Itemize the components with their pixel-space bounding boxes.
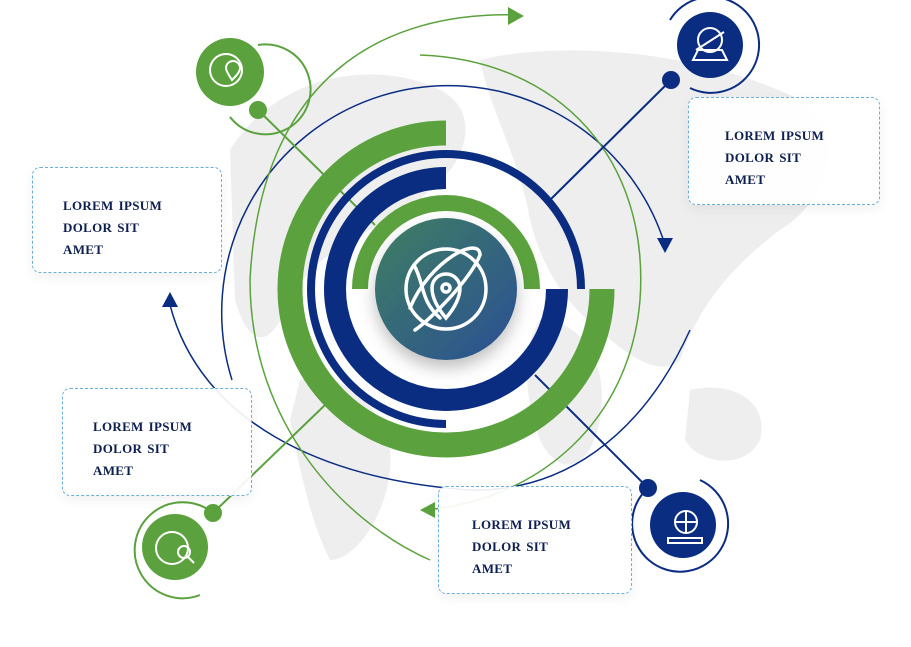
- connector-dot: [639, 479, 657, 497]
- text-line: amet: [472, 557, 513, 578]
- green-orbit-arc: [249, 14, 521, 561]
- globe-location-pin-icon: [404, 246, 488, 332]
- text-box-bottom-right: Lorem ipsum dolor sit amet: [438, 486, 632, 594]
- text-box-left: Lorem ipsum dolor sit amet: [32, 167, 222, 273]
- text-box-bottom-left: Lorem ipsum dolor sit amet: [62, 388, 252, 496]
- text-line: dolor sit: [93, 437, 170, 458]
- text-line: Lorem ipsum: [93, 415, 193, 436]
- text-line: Lorem ipsum: [472, 513, 572, 534]
- text-line: dolor sit: [725, 146, 802, 167]
- satellite-bottom-left: [133, 501, 222, 600]
- connector-top-right: [549, 79, 672, 201]
- ring-thick-blue: [324, 167, 568, 411]
- text-line: amet: [725, 168, 766, 189]
- text-line: amet: [63, 238, 104, 259]
- map-pin-icon: [691, 27, 729, 61]
- text-line: Lorem ipsum: [725, 124, 825, 145]
- text-line: dolor sit: [472, 535, 549, 556]
- connector-dot: [204, 504, 222, 522]
- connector-dot: [662, 71, 680, 89]
- globe-pin-icon: [209, 53, 243, 87]
- globe-search-icon: [155, 531, 195, 565]
- satellite-top-right: [662, 0, 761, 94]
- arrow-down-icon: [657, 238, 673, 253]
- arrow-up-icon: [162, 292, 178, 307]
- ring-thin-blue: [307, 150, 585, 428]
- satellite-bottom-right: [631, 479, 730, 573]
- satellite-top-left: [196, 38, 312, 136]
- text-box-top-right: Lorem ipsum dolor sit amet: [688, 97, 880, 205]
- arrow-left-icon: [420, 502, 435, 518]
- center-circle: [375, 218, 517, 360]
- globe-ruler-icon: [667, 510, 703, 544]
- text-line: Lorem ipsum: [63, 194, 163, 215]
- ring-inner-green: [352, 195, 540, 290]
- connector-dot: [249, 101, 267, 119]
- green-orbit-arc-right: [419, 54, 642, 511]
- text-line: dolor sit: [63, 216, 140, 237]
- arrow-right-icon: [508, 7, 524, 25]
- ring-outer-green: [277, 120, 615, 458]
- blue-orbit-arc: [221, 84, 666, 381]
- connector-top-left: [257, 109, 376, 226]
- text-line: amet: [93, 459, 134, 480]
